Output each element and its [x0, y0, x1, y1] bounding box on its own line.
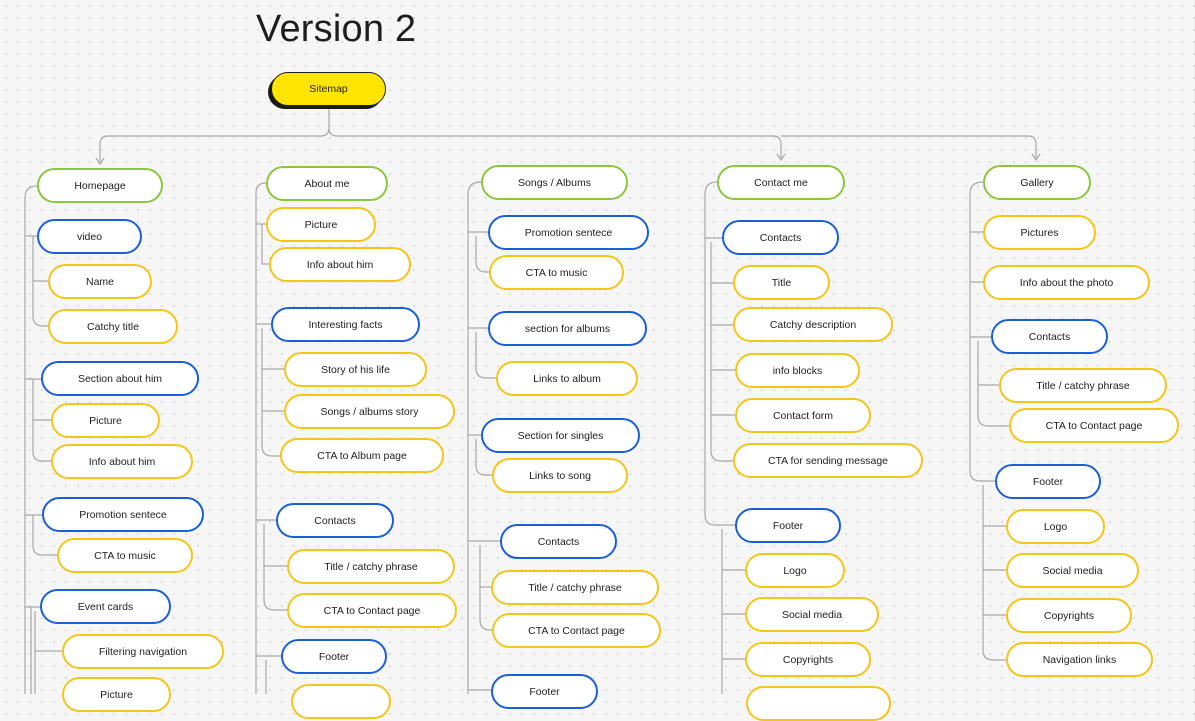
homepage-catchy-title-node[interactable]: Catchy title	[48, 309, 178, 344]
songs-section-for-albums-node[interactable]: section for albums	[488, 311, 647, 346]
about-me-cta-to-contact-page-node[interactable]: CTA to Contact page	[287, 593, 457, 628]
about-me-interesting-facts-node[interactable]: Interesting facts	[271, 307, 420, 342]
gallery-footer-node[interactable]: Footer	[995, 464, 1101, 499]
songs-title-catchy-phrase-node[interactable]: Title / catchy phrase	[491, 570, 659, 605]
contact-me-title-node[interactable]: Title	[733, 265, 830, 300]
songs-cta-to-music-node[interactable]: CTA to music	[489, 255, 624, 290]
contact-me-cta-sending-message-node[interactable]: CTA for sending message	[733, 443, 923, 478]
homepage-name-node[interactable]: Name	[48, 264, 152, 299]
homepage-event-cards-node[interactable]: Event cards	[40, 589, 171, 624]
homepage-picture-2-node[interactable]: Picture	[62, 677, 171, 712]
homepage-node[interactable]: Homepage	[37, 168, 163, 203]
contact-me-contact-form-node[interactable]: Contact form	[735, 398, 871, 433]
gallery-title-catchy-phrase-node[interactable]: Title / catchy phrase	[999, 368, 1167, 403]
about-me-footer-child-node	[291, 684, 391, 719]
gallery-logo-node[interactable]: Logo	[1006, 509, 1105, 544]
sitemap-diagram: Version 2 Sitemap Homepage video Name Ca…	[24, 8, 1179, 721]
about-me-story-of-his-life-node[interactable]: Story of his life	[284, 352, 427, 387]
about-me-title-catchy-phrase-node[interactable]: Title / catchy phrase	[287, 549, 455, 584]
contact-me-copyrights-node[interactable]: Copyrights	[745, 642, 871, 677]
about-me-picture-node[interactable]: Picture	[266, 207, 376, 242]
about-me-info-about-him-node[interactable]: Info about him	[269, 247, 411, 282]
homepage-info-about-him-node[interactable]: Info about him	[51, 444, 193, 479]
homepage-promotion-sentence-node[interactable]: Promotion sentece	[42, 497, 204, 532]
songs-promotion-sentence-node[interactable]: Promotion sentece	[488, 215, 649, 250]
gallery-info-about-photo-node[interactable]: Info about the photo	[983, 265, 1150, 300]
page-title: Version 2	[256, 8, 417, 50]
gallery-social-media-node[interactable]: Social media	[1006, 553, 1139, 588]
gallery-copyrights-node[interactable]: Copyrights	[1006, 598, 1132, 633]
about-me-node[interactable]: About me	[266, 166, 388, 201]
gallery-navigation-links-node[interactable]: Navigation links	[1006, 642, 1153, 677]
homepage-filtering-navigation-node[interactable]: Filtering navigation	[62, 634, 224, 669]
homepage-cta-to-music-node[interactable]: CTA to music	[57, 538, 193, 573]
gallery-contacts-node[interactable]: Contacts	[991, 319, 1108, 354]
contact-me-cut-off-node	[746, 686, 891, 721]
contact-me-contacts-node[interactable]: Contacts	[722, 220, 839, 255]
songs-links-to-song-node[interactable]: Links to song	[492, 458, 628, 493]
contact-me-info-blocks-node[interactable]: info blocks	[735, 353, 860, 388]
contact-me-social-media-node[interactable]: Social media	[745, 597, 879, 632]
homepage-section-about-him-node[interactable]: Section about him	[41, 361, 199, 396]
gallery-cta-to-contact-page-node[interactable]: CTA to Contact page	[1009, 408, 1179, 443]
about-me-cta-to-album-page-node[interactable]: CTA to Album page	[280, 438, 444, 473]
gallery-pictures-node[interactable]: Pictures	[983, 215, 1096, 250]
contact-me-logo-node[interactable]: Logo	[745, 553, 845, 588]
songs-albums-node[interactable]: Songs / Albums	[481, 165, 628, 200]
connector-lines	[24, 106, 1041, 694]
contact-me-node[interactable]: Contact me	[717, 165, 845, 200]
sitemap-root-node[interactable]: Sitemap	[271, 72, 386, 106]
contact-me-catchy-description-node[interactable]: Catchy description	[733, 307, 893, 342]
gallery-node[interactable]: Gallery	[983, 165, 1091, 200]
songs-footer-node[interactable]: Footer	[491, 674, 598, 709]
homepage-picture-node[interactable]: Picture	[51, 403, 160, 438]
songs-contacts-node[interactable]: Contacts	[500, 524, 617, 559]
about-me-contacts-node[interactable]: Contacts	[276, 503, 394, 538]
about-me-songs-albums-story-node[interactable]: Songs / albums story	[284, 394, 455, 429]
homepage-video-node[interactable]: video	[37, 219, 142, 254]
songs-section-for-singles-node[interactable]: Section for singles	[481, 418, 640, 453]
songs-links-to-album-node[interactable]: Links to album	[496, 361, 638, 396]
songs-cta-to-contact-page-node[interactable]: CTA to Contact page	[492, 613, 661, 648]
contact-me-footer-node[interactable]: Footer	[735, 508, 841, 543]
about-me-footer-node[interactable]: Footer	[281, 639, 387, 674]
